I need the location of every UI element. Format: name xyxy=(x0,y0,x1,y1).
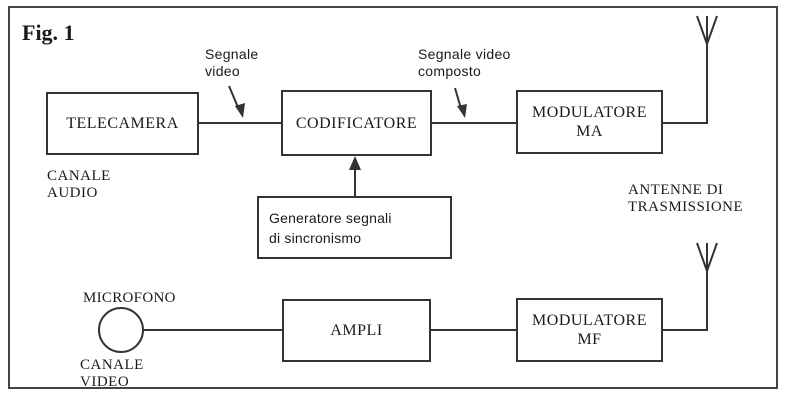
block-modulatore-mf-line2: MF xyxy=(577,331,602,348)
label-segnale-video-composto: Segnale video composto xyxy=(418,46,511,79)
line-modulatore-ma-antenna xyxy=(662,44,708,124)
block-telecamera-label: TELECAMERA xyxy=(66,115,179,132)
arrowhead-segnale-video xyxy=(235,103,245,118)
block-codificatore-label: CODIFICATORE xyxy=(295,114,418,132)
label-canale-video: CANALE VIDEO xyxy=(80,357,144,390)
block-telecamera: TELECAMERA xyxy=(46,92,199,155)
label-antenne: ANTENNE DI TRASMISSIONE xyxy=(628,182,744,215)
block-ampli: AMPLI xyxy=(282,299,431,362)
arrowhead-segnale-composto xyxy=(457,104,467,118)
block-modulatore-mf: MODULATORE MF xyxy=(516,298,663,362)
block-generatore-line1: Generatore segnali xyxy=(269,209,392,226)
block-ampli-label: AMPLI xyxy=(330,322,383,339)
antenna-2 xyxy=(696,242,718,272)
figure-title: Fig. 1 xyxy=(22,20,75,45)
block-modulatore-mf-line1: MODULATORE xyxy=(532,312,647,329)
block-codificatore: CODIFICATORE xyxy=(281,90,432,156)
label-microfono: MICROFONO xyxy=(83,290,176,306)
arrowhead-up xyxy=(349,156,361,170)
antenna-1 xyxy=(696,15,718,45)
label-segnale-video: Segnale video xyxy=(205,46,259,79)
line-modulatore-mf-antenna xyxy=(662,271,708,331)
block-modulatore-ma: MODULATORE MA xyxy=(516,90,663,154)
microphone-icon xyxy=(98,307,144,353)
label-canale-audio: CANALE AUDIO xyxy=(47,168,111,201)
block-generatore: Generatore segnali di sincronismo xyxy=(257,196,452,259)
block-modulatore-ma-line1: MODULATORE xyxy=(532,104,647,121)
block-generatore-line2: di sincronismo xyxy=(269,229,362,246)
block-modulatore-ma-line2: MA xyxy=(576,123,603,140)
